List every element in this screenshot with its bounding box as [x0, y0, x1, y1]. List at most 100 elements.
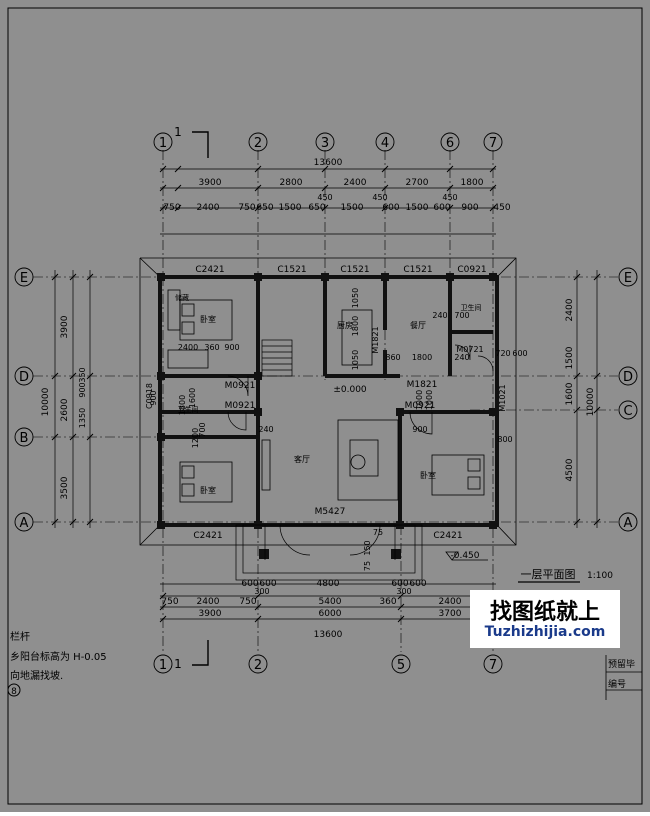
dim-right-4: 10000 — [586, 387, 596, 416]
dimension-tick — [593, 372, 601, 380]
dim-bottom-b-0: 750 — [161, 597, 178, 607]
dimension-tick — [573, 372, 581, 380]
dim-bottom-a-small-1: 300 — [396, 587, 411, 596]
room-living: 客厅 — [294, 454, 310, 464]
dimension-tick — [489, 204, 497, 212]
dimension-tick — [254, 615, 262, 623]
dim-left-7: 900 — [149, 390, 158, 405]
inner-dim-4: 1050 — [351, 288, 360, 308]
dimension-tick — [159, 615, 167, 623]
dim-bottom-a-0: 600 — [241, 579, 258, 589]
dimension-tick — [446, 204, 454, 212]
dimension-tick — [86, 433, 94, 441]
axis-bubble-bottom-3-circle — [391, 654, 411, 674]
inner-dim-7: 1800 — [412, 353, 432, 362]
dimension-tick — [159, 592, 167, 600]
watermark: 找图纸就上 Tuzhizhijia.com — [470, 590, 620, 648]
axis-bubble-bottom-4-circle — [483, 654, 503, 674]
dim-top-extra-1: 450 — [372, 193, 387, 202]
dimension-tick — [381, 165, 389, 173]
dimension-lines — [54, 168, 598, 620]
dim-left-6: 1350 — [78, 408, 87, 428]
axis-bubble-right-1: D — [623, 370, 633, 385]
axis-bubble-right-2-circle — [618, 400, 638, 420]
section-marks — [192, 131, 209, 666]
inner-dim-20: 1000 — [425, 390, 434, 410]
dim-left-3: 10000 — [41, 387, 51, 416]
dim-bottom-a-small-0: 300 — [254, 587, 269, 596]
dim-bottom-b-2: 750 — [239, 597, 256, 607]
axis-bubble-top-5-circle — [440, 132, 460, 152]
inner-dim-6: 860 — [385, 353, 400, 362]
dimension-tick — [573, 518, 581, 526]
dim-top-row2-2: 750 — [238, 203, 255, 213]
axis-bubble-left-2: B — [20, 431, 29, 446]
dim-top-overall: 13600 — [314, 158, 343, 168]
dimension-tick — [321, 184, 329, 192]
table-label-0: 预留毕 — [608, 658, 635, 670]
inner-dim-8: 240 — [432, 311, 447, 320]
inner-dim-10: 720 — [495, 349, 510, 358]
dimension-tick — [69, 372, 77, 380]
inner-dim-19: 1000 — [415, 390, 424, 410]
axis-bubble-left-0: E — [20, 271, 28, 286]
dim-bottom-b-4: 360 — [379, 597, 396, 607]
axis-bubble-left-1-circle — [14, 366, 34, 386]
watermark-url: Tuzhizhijia.com — [484, 624, 606, 640]
dim-top-row2-5: 650 — [308, 203, 325, 213]
axis-bubble-bottom-4: 7 — [489, 658, 497, 673]
wardrobe-1 — [167, 289, 181, 331]
dim-bottom-c-1: 6000 — [319, 609, 342, 619]
axis-bubble-right-3-circle — [618, 512, 638, 532]
axis-bubble-top-0-circle — [153, 132, 173, 152]
dimension-tick — [381, 204, 389, 212]
room-bedroom-3: 卧室 — [420, 470, 436, 480]
dim-top-row2-11: 450 — [493, 203, 510, 213]
dim-top-row2-4: 1500 — [279, 203, 302, 213]
door-label-1: M0921 — [225, 401, 256, 411]
dim-top-row1-0: 3900 — [199, 178, 222, 188]
level-floor: ±0.000 — [333, 385, 367, 395]
door-label-5: M0721 — [456, 345, 483, 354]
roof-outline — [139, 257, 517, 546]
level-outdoor: -0.450 — [450, 551, 479, 561]
inner-dim-12: 240 — [454, 353, 469, 362]
axis-bubble-right-0: E — [624, 271, 632, 286]
inner-dim-11: 600 — [512, 349, 527, 358]
dimension-tick — [51, 372, 59, 380]
dim-top-row2-6: 1500 — [341, 203, 364, 213]
inner-dim-14: 800 — [497, 435, 512, 444]
note-marker-circle — [7, 683, 21, 697]
axis-bubble-top-2: 2 — [254, 136, 262, 151]
inner-dim-13: 900 — [412, 425, 427, 434]
axis-bubble-right-3: A — [624, 516, 633, 531]
dim-top-row2-8: 1500 — [406, 203, 429, 213]
inner-dim-2: 900 — [224, 343, 239, 352]
dimension-tick — [593, 406, 601, 414]
inner-dim-1: 360 — [204, 343, 219, 352]
axis-bubble-right-0-circle — [618, 267, 638, 287]
dim-top-extra-2: 450 — [442, 193, 457, 202]
dimension-tick — [86, 372, 94, 380]
door-label-3: M1821 — [371, 326, 380, 353]
note-1: 乡阳台标高为 H-0.05 — [10, 650, 107, 663]
dimension-tick — [174, 165, 182, 173]
drawing-scale: 1:100 — [587, 571, 613, 581]
axis-bubble-right-2: C — [623, 404, 632, 419]
dimension-tick — [86, 273, 94, 281]
axis-bubble-bottom-3: 5 — [397, 658, 405, 673]
window-label-1: C1521 — [277, 265, 306, 275]
dim-top-row1-2: 2400 — [344, 178, 367, 188]
dim-right-1: 1500 — [565, 346, 575, 369]
porch-steps — [235, 524, 423, 581]
outdoor-level-marker — [445, 551, 488, 561]
dimension-tick — [159, 165, 167, 173]
dimension-tick — [489, 184, 497, 192]
room-bathroom-2: 卫生间 — [178, 405, 199, 414]
inner-dim-23: 150 — [363, 540, 372, 555]
staircase — [261, 339, 293, 377]
dim-bottom-c-2: 3700 — [439, 609, 462, 619]
title-block-table — [605, 655, 642, 700]
dim-top-row2-0: 750 — [163, 203, 180, 213]
